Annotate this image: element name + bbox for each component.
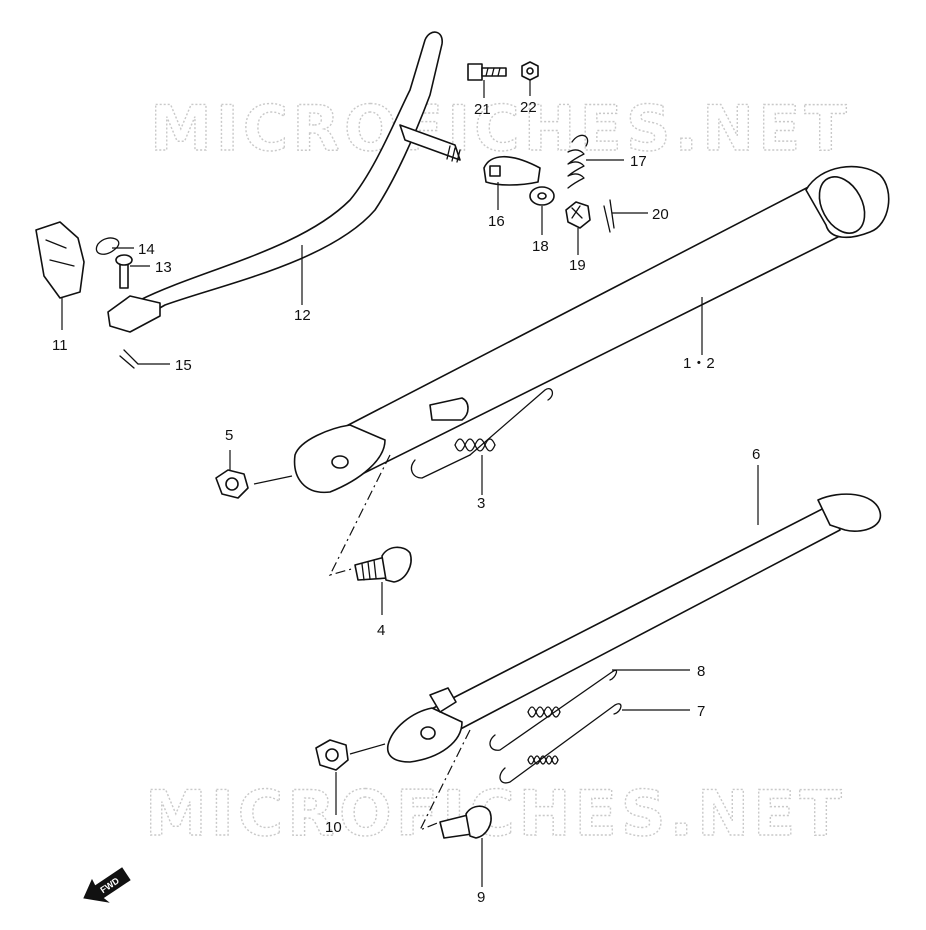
callout-10: 10 xyxy=(325,819,342,836)
leader-lines xyxy=(61,80,759,887)
assembly-line-lower xyxy=(418,729,471,832)
callout-3: 3 xyxy=(477,495,485,512)
callout-1-2: 1・2 xyxy=(683,355,715,372)
forward-arrow-icon: FWD xyxy=(83,867,131,903)
plate-16 xyxy=(483,156,541,186)
callout-5: 5 xyxy=(225,427,233,444)
callout-21: 21 xyxy=(474,101,491,118)
callout-13: 13 xyxy=(155,259,172,276)
stand-spring-3 xyxy=(410,388,554,479)
callout-14: 14 xyxy=(138,241,155,258)
pin-13 xyxy=(115,254,133,289)
callout-12: 12 xyxy=(294,307,311,324)
pivot-bolt-4 xyxy=(354,546,412,583)
callout-8: 8 xyxy=(697,663,705,680)
callout-22: 22 xyxy=(520,99,537,116)
bolt-21 xyxy=(467,63,507,81)
castle-nut-19 xyxy=(565,201,591,229)
clevis-11 xyxy=(35,221,85,299)
clip-14 xyxy=(95,237,120,255)
callout-11: 11 xyxy=(52,337,68,354)
pivot-bolt-9 xyxy=(439,805,492,839)
callout-15: 15 xyxy=(175,357,192,374)
callout-4: 4 xyxy=(377,622,385,639)
callout-16: 16 xyxy=(488,213,505,230)
spring-7 xyxy=(499,703,622,784)
callout-17: 17 xyxy=(630,153,647,170)
main-stand-tube xyxy=(293,165,890,494)
spring-8 xyxy=(489,669,618,751)
callout-18: 18 xyxy=(532,238,549,255)
side-stand xyxy=(386,493,882,763)
lever-arm-12 xyxy=(107,31,461,333)
nut-22 xyxy=(521,61,539,81)
callout-20: 20 xyxy=(652,206,669,223)
cotter-pin-15 xyxy=(119,349,139,369)
split-pin-20 xyxy=(603,199,615,233)
callout-7: 7 xyxy=(697,703,705,720)
watermark-top: MICROFICHES.NET xyxy=(150,92,851,165)
washer-18 xyxy=(529,186,555,206)
spring-17 xyxy=(567,134,589,189)
nut-10 xyxy=(315,739,349,771)
callout-6: 6 xyxy=(752,446,760,463)
callout-19: 19 xyxy=(569,257,586,274)
assembly-line-upper xyxy=(328,454,391,576)
callout-9: 9 xyxy=(477,889,485,906)
nut-5 xyxy=(215,469,249,499)
watermark-bottom: MICROFICHES.NET xyxy=(145,777,846,850)
